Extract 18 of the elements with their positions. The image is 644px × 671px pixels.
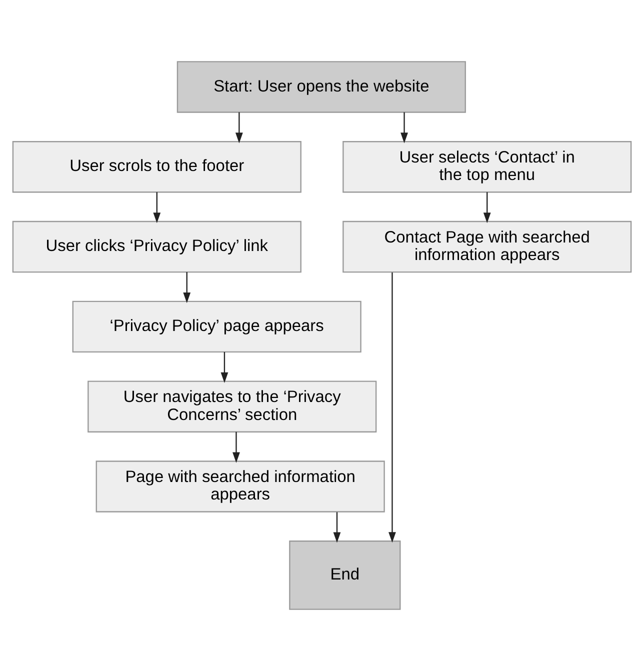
node-box: User navigates to the ‘Privacy Concerns’ section	[88, 380, 377, 432]
arrow	[483, 192, 491, 224]
node-box: End	[289, 540, 401, 610]
arrow	[220, 352, 228, 383]
node-box: Page with searched information appears	[96, 460, 385, 512]
node-box: ‘Privacy Policy’ page appears	[72, 300, 362, 353]
arrow	[235, 112, 243, 144]
arrow	[400, 112, 408, 144]
arrow	[232, 432, 240, 463]
arrow	[333, 512, 341, 543]
node-box: Contact Page with searched information appears	[342, 220, 632, 273]
node-box: User selects ‘Contact’ in the top menu	[342, 141, 632, 193]
arrow	[153, 192, 161, 224]
node-box: User scrols to the footer	[12, 141, 302, 193]
arrow	[183, 272, 191, 304]
node-box: User clicks ‘Privacy Policy’ link	[12, 220, 302, 273]
arrow	[388, 272, 396, 543]
node-box: Start: User opens the website	[176, 61, 466, 113]
